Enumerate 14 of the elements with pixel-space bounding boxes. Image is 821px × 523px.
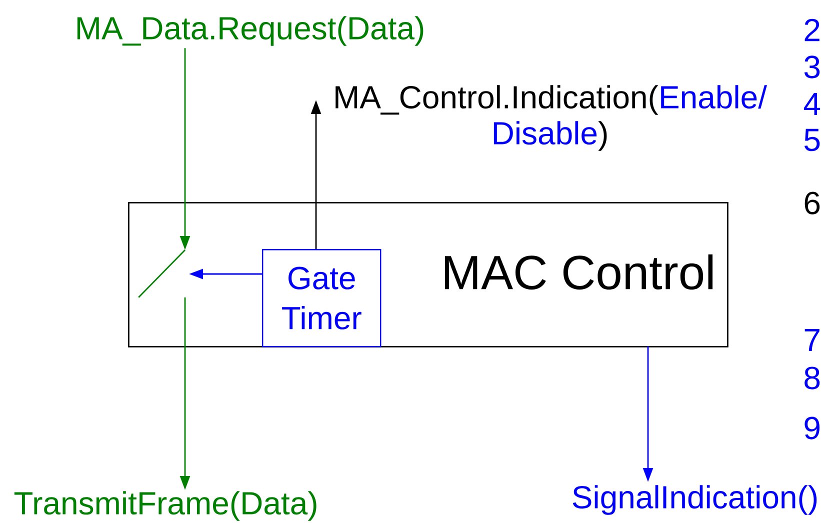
margin-number: 5 <box>804 128 820 152</box>
signal-label: MA_Control.Indication(Enable/ Disable) <box>336 85 767 151</box>
signal-label: SignalIndication() <box>572 485 817 515</box>
gate-timer-box: Gate Timer <box>262 249 382 348</box>
margin-number: 2 <box>804 18 820 42</box>
margin-number: 3 <box>804 56 820 78</box>
signal-label: MA_Data.Request(Data) <box>77 16 424 46</box>
margin-number: 7 <box>804 329 820 352</box>
margin-number: 6 <box>804 192 820 214</box>
margin-number: 9 <box>804 416 820 440</box>
switch-drawing <box>138 250 186 298</box>
signal-label: TransmitFrame(Data) <box>14 491 316 521</box>
margin-number: 8 <box>804 366 820 390</box>
margin-number: 4 <box>804 93 820 116</box>
